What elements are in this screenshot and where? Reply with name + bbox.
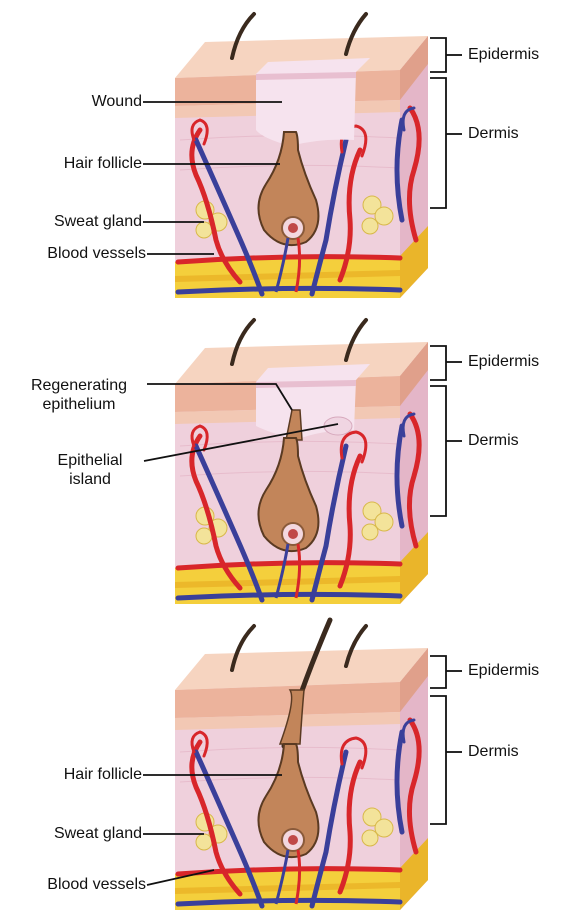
label-epidermis-3: Epidermis [468, 661, 539, 680]
label-epidermis: Epidermis [468, 45, 539, 64]
label-regenerating-epithelium: Regenerating epithelium [14, 376, 144, 414]
label-regenerating-line1: Regenerating [14, 376, 144, 395]
label-island-line1: Epithelial [40, 451, 140, 470]
panel-2-skin-block [175, 320, 428, 604]
label-epithelial-island: Epithelial island [40, 451, 140, 489]
label-dermis-2: Dermis [468, 431, 519, 450]
panel-3-skin-block [175, 620, 428, 910]
label-dermis-3: Dermis [468, 742, 519, 761]
label-hair-follicle-3: Hair follicle [64, 765, 142, 784]
label-sweat-gland: Sweat gland [54, 212, 142, 231]
label-island-line2: island [40, 470, 140, 489]
label-sweat-gland-3: Sweat gland [54, 824, 142, 843]
label-blood-vessels: Blood vessels [47, 244, 146, 263]
label-blood-vessels-3: Blood vessels [47, 875, 146, 894]
label-epidermis-2: Epidermis [468, 352, 539, 371]
label-regenerating-line2: epithelium [14, 395, 144, 414]
label-hair-follicle: Hair follicle [64, 154, 142, 173]
label-dermis: Dermis [468, 124, 519, 143]
label-wound: Wound [92, 92, 142, 111]
panel-1-skin-block [175, 14, 428, 298]
